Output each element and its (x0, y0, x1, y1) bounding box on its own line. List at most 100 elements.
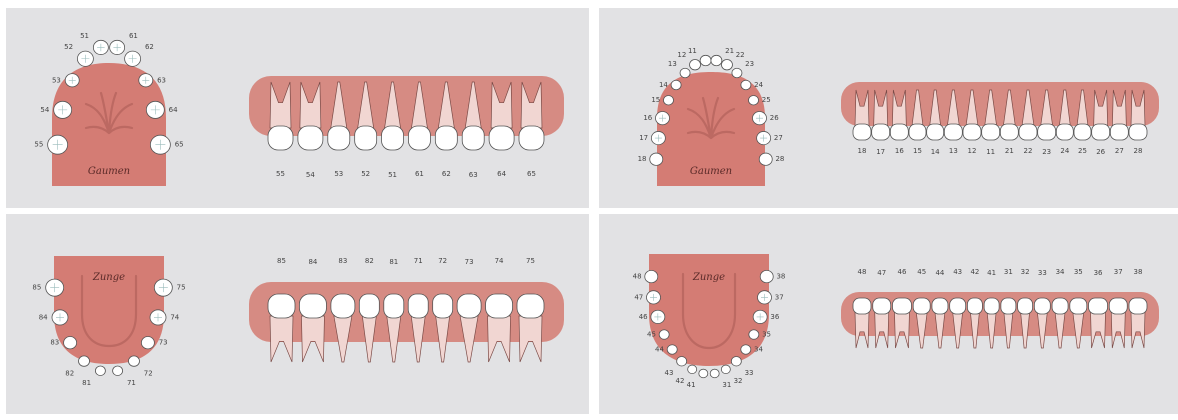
tooth-11 (700, 55, 711, 65)
lower-milk-diagram: Zunge 81718272837384748575 8584838281717… (6, 214, 589, 414)
tooth-71 (113, 366, 123, 376)
tooth-crown-18 (853, 124, 871, 140)
tooth-number: 44 (655, 345, 664, 353)
tooth-23 (732, 68, 742, 78)
tooth-crown-16 (890, 124, 908, 140)
tooth-crown-27 (1110, 124, 1128, 140)
tooth-crown-54 (298, 126, 323, 150)
tooth-number: 55 (276, 170, 285, 178)
tooth-crown-32 (1018, 298, 1033, 314)
tooth-number: 21 (1005, 147, 1014, 155)
tooth-number: 73 (465, 258, 474, 266)
tooth-number: 42 (676, 377, 685, 385)
tooth-number: 48 (858, 268, 867, 276)
tooth-root-47 (875, 312, 889, 348)
tooth-number: 71 (127, 379, 136, 387)
gum (249, 76, 564, 136)
tooth-number: 47 (877, 269, 886, 277)
tooth-number: 37 (775, 293, 784, 301)
tooth-number: 64 (497, 170, 506, 178)
tooth-root-48 (855, 312, 869, 348)
tooth-crown-22 (1019, 124, 1037, 140)
tooth-number: 33 (1038, 269, 1047, 277)
tooth-number: 83 (338, 257, 347, 265)
tooth-number: 13 (949, 147, 958, 155)
tooth-number: 44 (935, 269, 944, 277)
tooth-number: 24 (1060, 147, 1069, 155)
tooth-root-46 (894, 312, 909, 348)
panel-lower-milk-teeth: Zunge 81718272837384748575 8584838281717… (6, 214, 589, 414)
tooth-crown-24 (1056, 124, 1073, 140)
tooth-number: 27 (774, 134, 783, 142)
tooth-crown-74 (486, 294, 513, 318)
tooth-number: 13 (668, 60, 677, 68)
tooth-number: 36 (1094, 269, 1103, 277)
tooth-31 (710, 369, 719, 378)
tooth-number: 17 (876, 148, 885, 156)
tooth-22 (721, 60, 732, 70)
tooth-root-38 (1131, 312, 1145, 348)
tooth-root-74 (488, 316, 511, 362)
tooth-82 (79, 356, 90, 366)
tooth-number: 25 (1078, 147, 1087, 155)
tooth-number: 64 (169, 106, 178, 114)
tooth-73 (141, 337, 154, 349)
tooth-32 (721, 365, 730, 374)
tooth-number: 38 (776, 273, 785, 281)
gum (249, 282, 564, 342)
tooth-number: 61 (129, 32, 138, 40)
tooth-number: 63 (469, 171, 478, 179)
tooth-crown-81 (384, 294, 404, 318)
tooth-18 (650, 153, 663, 165)
tooth-crown-64 (489, 126, 514, 150)
tooth-33 (731, 356, 741, 366)
tooth-number: 11 (688, 47, 697, 55)
tooth-number: 51 (80, 32, 89, 40)
tooth-number: 85 (277, 257, 286, 265)
tooth-81 (95, 366, 105, 376)
tooth-crown-45 (913, 298, 930, 314)
tooth-number: 47 (634, 293, 643, 301)
upper-permanent-front-view: 18171615141312112122232425262728 (841, 82, 1159, 156)
tooth-number: 31 (722, 381, 731, 389)
tooth-number: 15 (651, 96, 660, 104)
tooth-number: 72 (438, 257, 447, 265)
tooth-crown-12 (963, 124, 981, 140)
tooth-number: 14 (659, 81, 668, 89)
tooth-number: 46 (639, 313, 648, 321)
tooth-15 (663, 95, 673, 105)
tooth-83 (64, 337, 77, 349)
tooth-number: 41 (987, 269, 996, 277)
tooth-number: 41 (687, 381, 696, 389)
tooth-28 (759, 153, 772, 165)
tooth-crown-52 (355, 126, 377, 150)
tooth-crown-72 (433, 294, 453, 318)
tooth-number: 45 (647, 331, 656, 339)
tooth-number: 22 (1024, 147, 1033, 155)
tooth-number: 35 (1074, 268, 1083, 276)
tooth-crown-37 (1109, 298, 1127, 314)
tooth-number: 36 (770, 313, 779, 321)
tooth-number: 55 (34, 141, 43, 149)
tooth-crown-47 (873, 298, 891, 314)
tooth-crown-26 (1092, 124, 1110, 140)
tooth-crown-84 (299, 294, 326, 318)
tooth-number: 52 (64, 43, 73, 51)
tooth-72 (128, 356, 139, 366)
tooth-crown-85 (268, 294, 295, 318)
tooth-crown-38 (1129, 298, 1147, 314)
tooth-crown-31 (1001, 298, 1016, 314)
tooth-crown-83 (331, 294, 355, 318)
tooth-number: 26 (770, 114, 779, 122)
tooth-crown-73 (457, 294, 481, 318)
tooth-number: 45 (917, 268, 926, 276)
tooth-number: 81 (389, 258, 398, 266)
tooth-number: 28 (775, 155, 784, 163)
tooth-number: 11 (986, 148, 995, 156)
tooth-number: 82 (65, 370, 74, 378)
tooth-number: 43 (953, 268, 962, 276)
tooth-number: 48 (633, 273, 642, 281)
arch-label: Zunge (92, 272, 125, 283)
